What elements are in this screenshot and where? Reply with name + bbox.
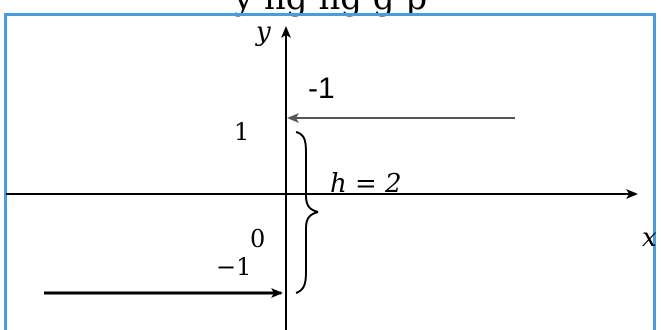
y-axis-label: y bbox=[255, 17, 271, 47]
brace bbox=[295, 131, 319, 294]
origin-label: 0 bbox=[250, 225, 265, 253]
y-tick-1: 1 bbox=[234, 118, 249, 146]
top-arrow-label: -1 bbox=[308, 72, 335, 105]
plot-border bbox=[4, 13, 656, 330]
x-axis-label: x bbox=[642, 223, 657, 253]
brace-label: h = 2 bbox=[330, 169, 402, 199]
y-tick-neg-1: −1 bbox=[216, 253, 251, 281]
